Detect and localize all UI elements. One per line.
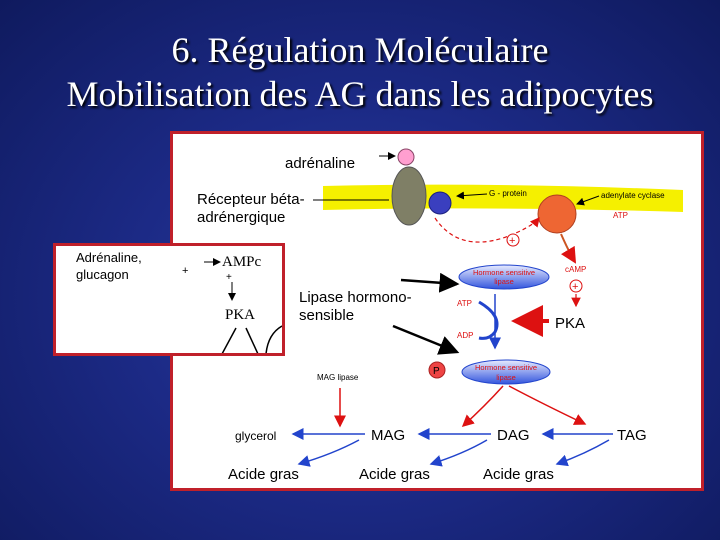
adp-label: ADP	[457, 331, 473, 340]
mag-fatty-acid-arrow	[297, 439, 360, 467]
adrenaline-ligand	[397, 148, 415, 166]
g-protein-pointer	[456, 191, 488, 200]
lipolysis-diagram: adrénaline Récepteur béta- adrénergique …	[197, 148, 683, 483]
dag-fatty-acid-arrow	[429, 439, 488, 467]
hsl-inactive-label1: Hormone sensitive	[473, 268, 535, 277]
adenylate-cyclase-label: adenylate cyclase	[601, 191, 665, 200]
adenylate-cyclase	[537, 194, 577, 234]
inset-pka-branch-right	[265, 325, 282, 353]
hsl-inactive-label2: lipase	[494, 277, 514, 286]
plus-2: +	[572, 281, 578, 293]
tag-label: TAG	[617, 427, 647, 444]
hsl-to-mag-arrow	[461, 385, 504, 428]
lipolysis-diagram-panel: adrénaline Récepteur béta- adrénergique …	[170, 131, 704, 491]
atp-top-label: ATP	[613, 211, 628, 220]
plus-sign-2	[569, 279, 583, 293]
lipase-pointer-1	[400, 272, 460, 293]
atp-label: ATP	[457, 299, 472, 308]
receptor-label-line1: Récepteur béta-	[197, 191, 305, 208]
lipase-pointer-2	[392, 324, 460, 355]
inset-stimulus-line1: Adrénaline,	[76, 250, 142, 265]
plus-sign-1	[506, 233, 520, 247]
inset-diagram: Adrénaline, glucagon + AMPc + PKA	[76, 250, 282, 353]
pka-label: PKA	[555, 315, 585, 332]
lipase-label-line2: sensible	[299, 307, 354, 324]
inset-plus-1: +	[182, 265, 188, 277]
adrenaline-label: adrénaline	[285, 155, 355, 172]
plus-1: +	[509, 235, 515, 247]
beta-receptor	[391, 166, 427, 226]
inset-pka-branch-left	[221, 327, 237, 353]
tag-fatty-acid-arrow	[555, 439, 610, 467]
inset-pka-label: PKA	[225, 307, 255, 323]
phosphate-label: P	[433, 366, 440, 377]
inset-pka-branch-mid	[245, 327, 259, 353]
inset-stimulus-line2: glucagon	[76, 267, 129, 282]
g-protein-label: G - protein	[489, 189, 527, 198]
camp-label: cAMP	[565, 265, 586, 274]
mag-label: MAG	[371, 427, 405, 444]
dag-label: DAG	[497, 427, 530, 444]
phosphate	[428, 361, 446, 379]
fatty-acid-1: Acide gras	[228, 466, 299, 483]
inset-plus-2: +	[226, 272, 232, 283]
slide-title-line-1: 6. Régulation Moléculaire	[171, 30, 549, 70]
slide-title-line-2: Mobilisation des AG dans les adipocytes	[66, 74, 654, 114]
fatty-acid-3: Acide gras	[483, 466, 554, 483]
fatty-acid-2: Acide gras	[359, 466, 430, 483]
hsl-to-tag-arrow	[508, 385, 587, 425]
mag-lipase-label: MAG lipase	[317, 373, 359, 382]
g-activation-arrow	[434, 217, 540, 243]
inset-ampc-label: AMPc	[222, 254, 262, 270]
inset-summary-box: Adrénaline, glucagon + AMPc + PKA	[53, 243, 285, 356]
camp-arrow	[560, 233, 577, 264]
glycerol-label: glycerol	[235, 429, 276, 443]
hsl-active-label1: Hormone sensitive	[475, 363, 537, 372]
g-protein	[428, 191, 452, 215]
cyclase-pointer	[576, 195, 600, 206]
receptor-label-line2: adrénergique	[197, 209, 285, 226]
hsl-active	[461, 359, 551, 385]
lipase-label-line1: Lipase hormono-	[299, 289, 412, 306]
hsl-active-label2: lipase	[496, 373, 516, 382]
